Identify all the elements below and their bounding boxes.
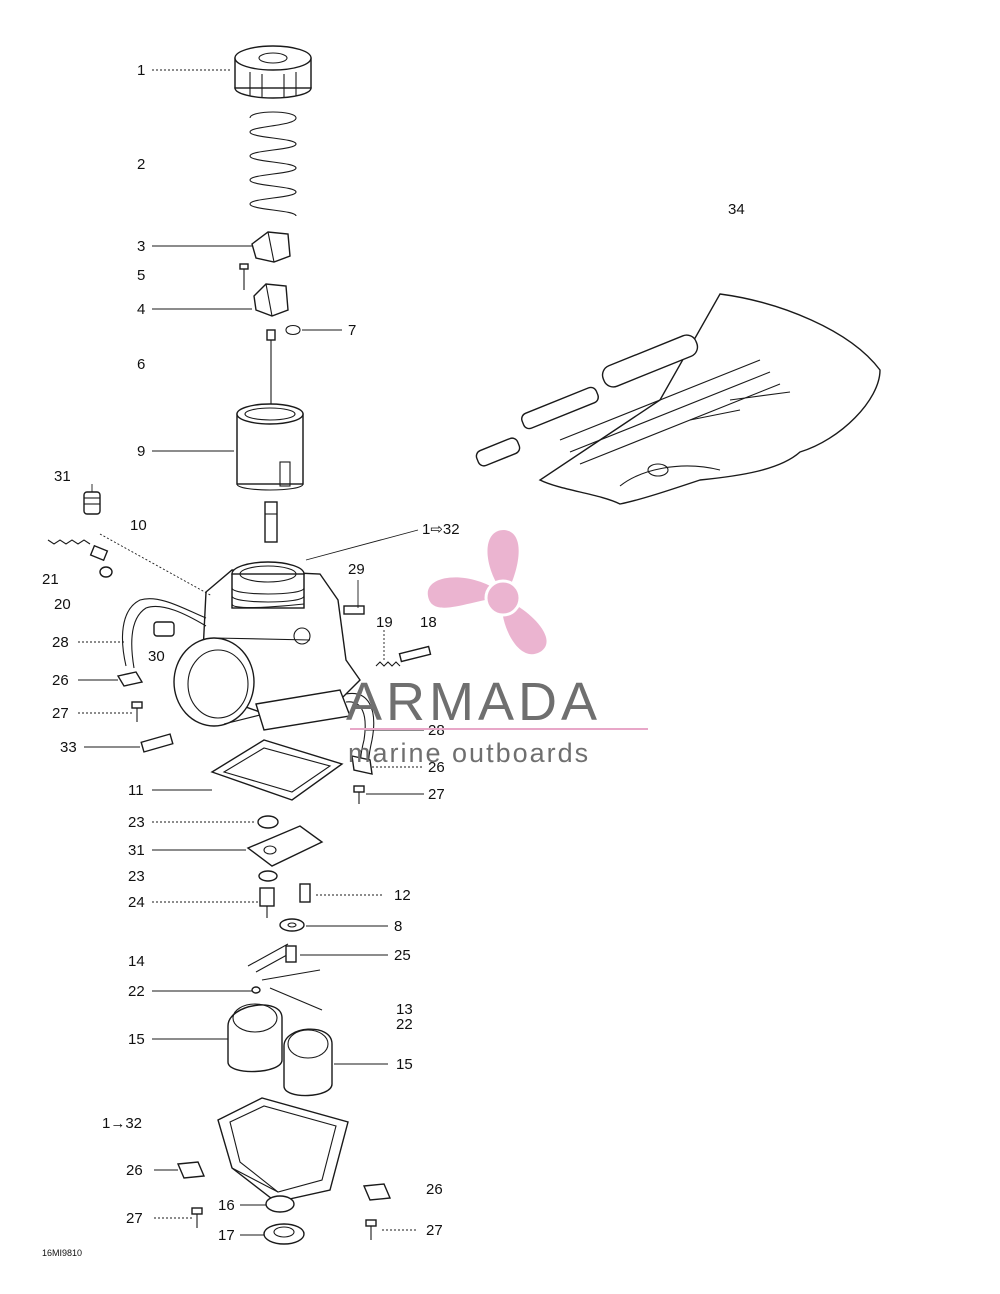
callout-range-top: 1⇨32 bbox=[422, 521, 460, 538]
callout-11: 11 bbox=[128, 782, 144, 799]
callout-1: 1 bbox=[137, 62, 145, 79]
callout-12: 12 bbox=[394, 887, 411, 904]
propeller-icon bbox=[427, 530, 547, 655]
callout-34: 34 bbox=[728, 201, 745, 218]
callout-15-left: 15 bbox=[128, 1031, 145, 1048]
callout-24: 24 bbox=[128, 894, 145, 911]
callout-23-bottom: 23 bbox=[128, 868, 145, 885]
callout-27-bottom-right: 27 bbox=[426, 1222, 443, 1239]
callout-32: 31 bbox=[54, 468, 71, 485]
callout-26-bottom-left: 26 bbox=[126, 1162, 143, 1179]
callout-18: 18 bbox=[420, 614, 437, 631]
leader-lines bbox=[78, 69, 424, 1236]
callout-10: 10 bbox=[130, 517, 147, 534]
callout-6: 6 bbox=[137, 356, 145, 373]
callout-29: 29 bbox=[348, 561, 365, 578]
callout-15-right: 15 bbox=[396, 1056, 413, 1073]
callout-30: 30 bbox=[148, 648, 165, 665]
callout-16: 16 bbox=[218, 1197, 235, 1214]
callout-26-bottom-right: 26 bbox=[426, 1181, 443, 1198]
callout-20: 20 bbox=[54, 596, 71, 613]
watermark: ARMADA marine outboards bbox=[346, 530, 648, 768]
callout-19: 19 bbox=[376, 614, 393, 631]
callout-22-right: 22 bbox=[396, 1016, 413, 1033]
callout-4: 4 bbox=[137, 301, 145, 318]
brand-tagline: marine outboards bbox=[348, 738, 590, 768]
callout-5: 5 bbox=[137, 267, 145, 284]
callout-range-bottom: 1→32 bbox=[102, 1115, 142, 1132]
callout-28-right: 28 bbox=[428, 722, 445, 739]
brand-name: ARMADA bbox=[346, 672, 601, 732]
callout-22-left: 22 bbox=[128, 983, 145, 1000]
callout-26-right: 26 bbox=[428, 759, 445, 776]
callout-2: 2 bbox=[137, 156, 145, 173]
callout-33: 33 bbox=[60, 739, 77, 756]
callout-31: 31 bbox=[128, 842, 145, 859]
callout-27-right: 27 bbox=[428, 786, 445, 803]
callout-25: 25 bbox=[394, 947, 411, 964]
callout-7: 7 bbox=[348, 322, 356, 339]
callout-27-left: 27 bbox=[52, 705, 69, 722]
callout-13: 13 bbox=[396, 1001, 413, 1018]
callout-27-bottom-left: 27 bbox=[126, 1210, 143, 1227]
callout-17: 17 bbox=[218, 1227, 235, 1244]
callout-21: 21 bbox=[42, 571, 59, 588]
callout-3: 3 bbox=[137, 238, 145, 255]
callout-28-left: 28 bbox=[52, 634, 69, 651]
callout-8: 8 bbox=[394, 918, 402, 935]
callout-9: 9 bbox=[137, 443, 145, 460]
callout-23-top: 23 bbox=[128, 814, 145, 831]
callout-labels: 1 2 3 5 4 7 6 9 31 10 1⇨32 29 21 20 19 1… bbox=[42, 62, 745, 1258]
parts-drawing bbox=[47, 45, 881, 1245]
drawing-code: 16MI9810 bbox=[42, 1248, 82, 1258]
callout-14: 14 bbox=[128, 953, 145, 970]
callout-26-left: 26 bbox=[52, 672, 69, 689]
